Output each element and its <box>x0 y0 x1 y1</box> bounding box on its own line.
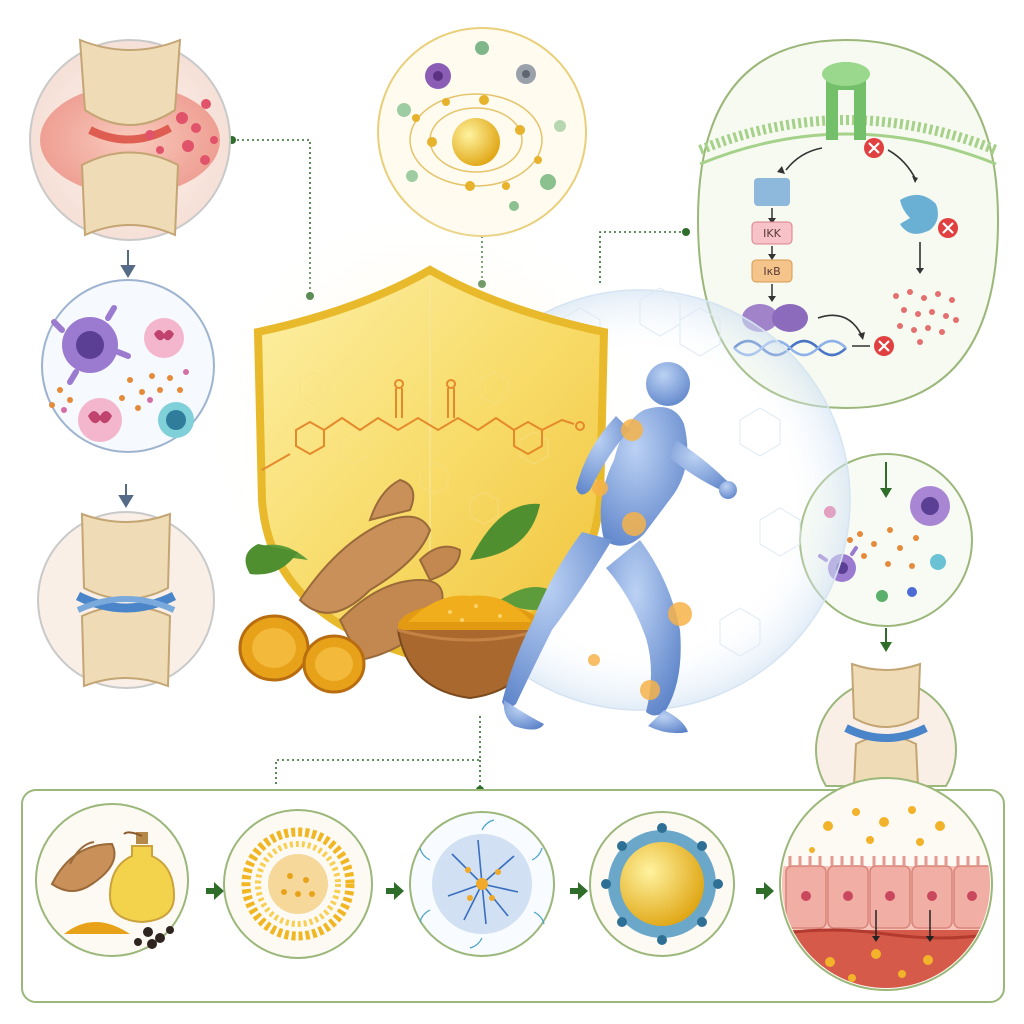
macrophage-cell-icon <box>910 486 950 526</box>
healthy-joint-circle <box>37 511 215 689</box>
ikk-label: IKK <box>763 227 781 240</box>
red-x-circle-icon <box>938 218 958 238</box>
turmeric-root-icon <box>238 478 564 694</box>
oil-bottle-icon <box>108 831 176 924</box>
receptor-icon <box>822 62 870 140</box>
turmeric-powder-bowl-icon <box>397 595 543 700</box>
enzyme-icon <box>900 194 938 234</box>
nfkb-pathway-panel: IKK IκB <box>696 38 1000 410</box>
green-arrow-right-icon <box>206 882 224 900</box>
antioxidant-circle <box>377 27 587 237</box>
micelle-circle <box>409 811 555 957</box>
red-x-circle-icon <box>864 138 884 158</box>
ikb-label: IκB <box>763 265 780 278</box>
down-arrow-icon <box>880 628 892 652</box>
lymphocyte-cell-icon <box>158 402 194 438</box>
intestinal-absorption-circle <box>779 777 993 991</box>
neutrophil-cell-icon <box>78 398 122 442</box>
liposome-circle <box>223 809 373 959</box>
immune-cells-circle <box>41 279 215 453</box>
running-human-figure <box>502 362 737 734</box>
red-x-circle-icon <box>874 336 894 356</box>
virus-particle-icon <box>425 63 451 89</box>
joint-glow-icon <box>588 419 692 700</box>
down-arrow-icon <box>118 484 134 508</box>
nanoparticle-circle <box>589 811 735 957</box>
turmeric-oil-pepper-circle <box>35 803 189 957</box>
curcumin-molecule-icon <box>261 388 575 471</box>
restored-joint-circle <box>815 662 957 787</box>
macrophage-cell-icon <box>51 305 131 385</box>
green-arrow-right-icon <box>756 882 774 900</box>
green-arrow-right-icon <box>570 882 588 900</box>
down-arrow-icon <box>120 250 136 278</box>
neutrophil-cell-icon <box>144 318 184 358</box>
black-pepper-icon <box>134 926 174 949</box>
virus-particle-icon <box>516 64 536 84</box>
inflamed-joint-circle <box>29 38 231 241</box>
oxygen-atom-labels <box>394 379 585 431</box>
green-arrow-right-icon <box>386 882 404 900</box>
